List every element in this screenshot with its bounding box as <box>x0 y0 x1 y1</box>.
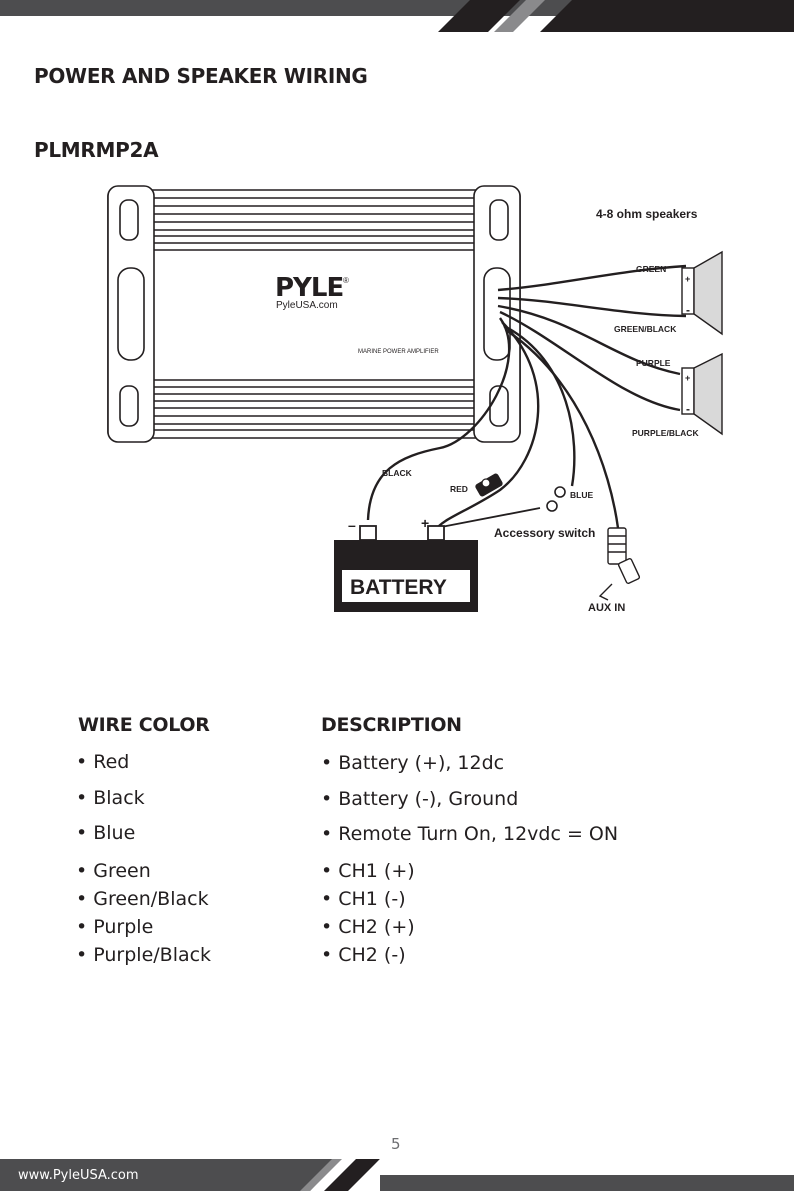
desc-purple: • CH2 (+) <box>321 916 415 938</box>
label-purple: PURPLE <box>636 358 671 368</box>
amp-label: MARINE POWER AMPLIFIER <box>358 349 439 355</box>
aux-in-label: AUX IN <box>588 602 625 614</box>
brand-registered-mark: ® <box>343 276 349 285</box>
desc-black: • Battery (-), Ground <box>321 788 519 810</box>
amplifier <box>107 185 521 443</box>
desc-red: • Battery (+), 12dc <box>321 752 505 774</box>
label-green-black: GREEN/BLACK <box>614 324 677 334</box>
desc-purple-black: • CH2 (-) <box>321 944 406 966</box>
header-bar <box>0 0 794 32</box>
spk2-plus: + <box>685 373 690 383</box>
color-purple-black: • Purple/Black <box>76 944 212 966</box>
wiring-diagram: PYLE ® PyleUSA.com MARINE POWER AMPLIFIE… <box>107 185 723 614</box>
desc-blue: • Remote Turn On, 12vdc = ON <box>321 823 619 845</box>
wire-color-header: WIRE COLOR <box>78 714 210 736</box>
wires <box>366 264 687 531</box>
desc-green-black: • CH1 (-) <box>321 888 406 910</box>
model-number: PLMRMP2A <box>34 138 159 162</box>
spk1-minus: - <box>686 303 690 317</box>
page-number: 5 <box>391 1135 401 1153</box>
spk2-minus: - <box>686 402 690 416</box>
battery-plus: + <box>421 515 429 531</box>
color-green-black: • Green/Black <box>76 888 209 910</box>
aux-connector <box>598 527 641 601</box>
footer-bar <box>0 1159 794 1191</box>
description-header: DESCRIPTION <box>321 714 462 736</box>
brand-logo: PYLE <box>275 273 343 303</box>
speakers-label: 4-8 ohm speakers <box>596 207 698 221</box>
battery-label: BATTERY <box>350 576 447 599</box>
color-purple: • Purple <box>76 916 154 938</box>
speaker-ch2 <box>681 352 723 436</box>
color-green: • Green <box>76 860 151 882</box>
battery <box>334 525 478 612</box>
desc-green: • CH1 (+) <box>321 860 415 882</box>
battery-minus: – <box>348 517 356 533</box>
footer-url[interactable]: www.PyleUSA.com <box>18 1168 139 1183</box>
page-title: POWER AND SPEAKER WIRING <box>34 64 368 88</box>
speaker-ch1 <box>681 250 723 336</box>
label-green: GREEN <box>636 264 666 274</box>
label-black: BLACK <box>382 468 413 478</box>
brand-url: PyleUSA.com <box>276 300 338 311</box>
spk1-plus: + <box>685 274 690 284</box>
color-red: • Red <box>76 751 130 773</box>
label-blue: BLUE <box>570 490 593 500</box>
label-red: RED <box>450 484 468 494</box>
label-purple-black: PURPLE/BLACK <box>632 428 699 438</box>
accessory-switch-label: Accessory switch <box>494 526 595 540</box>
color-blue: • Blue <box>76 822 136 844</box>
color-black: • Black <box>76 787 145 809</box>
